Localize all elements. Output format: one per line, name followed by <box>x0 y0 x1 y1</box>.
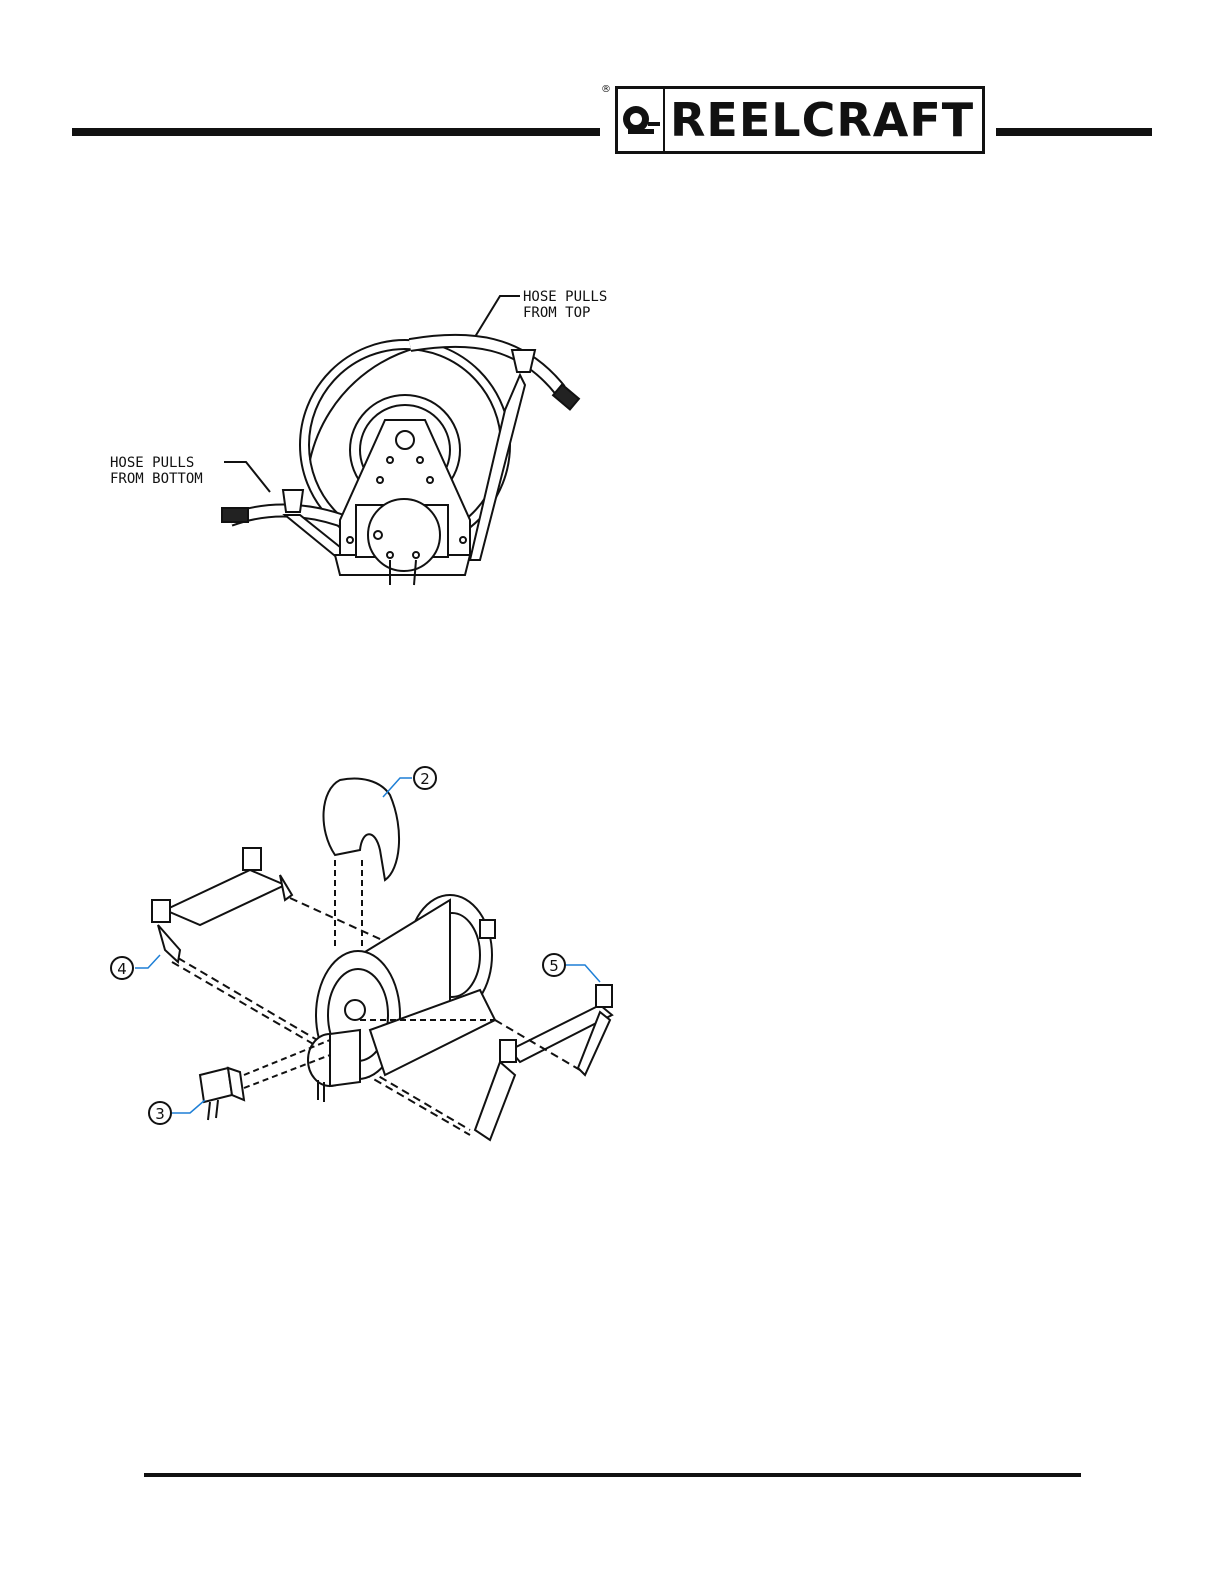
motor <box>368 499 440 571</box>
part-label-5: 5 <box>549 957 559 975</box>
top-arm <box>470 375 525 560</box>
part-label-4: 4 <box>117 960 127 978</box>
footer-rule <box>144 1473 1081 1477</box>
part-label-3: 3 <box>155 1105 165 1123</box>
part-label-2: 2 <box>420 770 430 788</box>
leader-bottom <box>224 462 270 492</box>
bracket-part <box>200 1068 232 1102</box>
rear-arm <box>165 870 285 925</box>
bottom-nozzle <box>222 508 248 522</box>
bottom-roller-guide <box>283 490 303 512</box>
top-roller-guide <box>512 350 535 372</box>
hose-reel-front-view <box>0 0 1225 700</box>
exploded-view: 2 4 3 5 <box>0 750 1225 1170</box>
